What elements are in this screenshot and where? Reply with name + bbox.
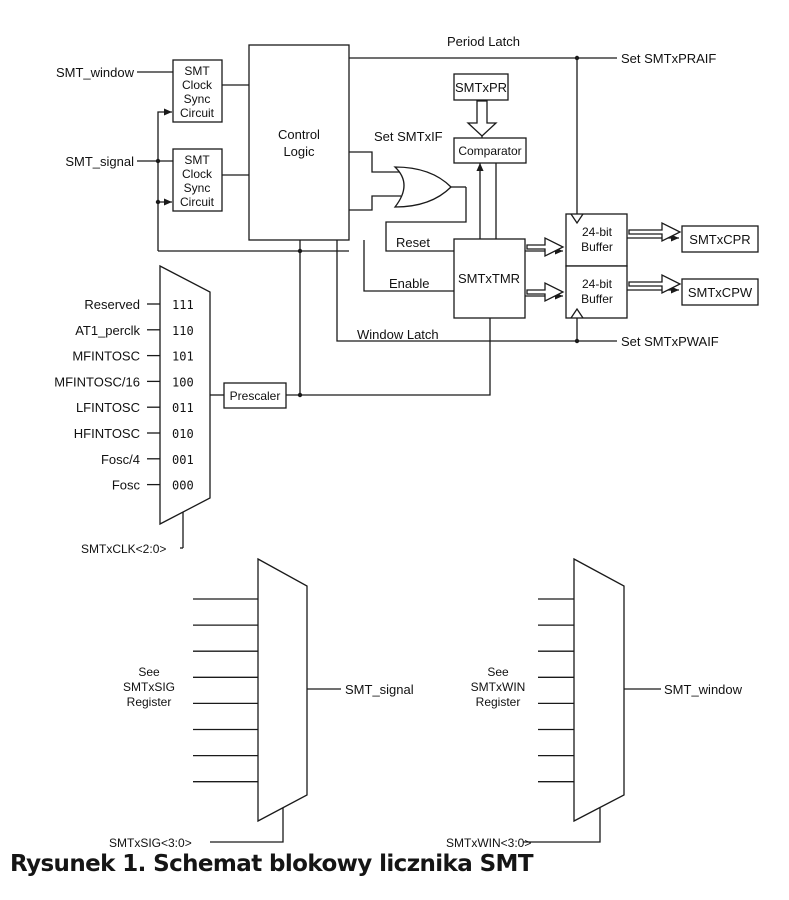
clock-source-label: MFINTOSC <box>72 349 140 364</box>
sig-mux-output-label: SMT_signal <box>345 682 414 697</box>
clock-source-code: 001 <box>172 453 194 467</box>
prescaler-label: Prescaler <box>230 389 281 403</box>
win-mux-output-label: SMT_window <box>664 682 743 697</box>
clock-source-code: 000 <box>172 479 194 493</box>
clock-source-label: AT1_perclk <box>75 323 140 338</box>
clock-source-label: LFINTOSC <box>76 400 140 415</box>
clock-source-code: 110 <box>172 324 194 338</box>
win-select-label: SMTxWIN<3:0> <box>446 836 531 850</box>
sync2-line-3: Sync <box>184 181 211 195</box>
smtxcpr-block <box>681 225 759 253</box>
clock-source-code: 010 <box>172 427 194 441</box>
sync-circuit-window <box>172 59 223 123</box>
sync1-line-1: SMT <box>184 64 210 78</box>
reset-label: Reset <box>396 235 430 250</box>
clock-source-code: 111 <box>172 298 194 312</box>
window-source-mux <box>573 557 625 823</box>
clock-source-code: 011 <box>172 401 194 415</box>
win-note-line-2: SMTxWIN <box>471 680 526 694</box>
sync1-line-3: Sync <box>184 92 211 106</box>
prescaler-block <box>223 382 287 409</box>
control-logic-line-1: Control <box>278 127 320 142</box>
control-logic-block <box>248 44 350 241</box>
set-praif-label: Set SMTxPRAIF <box>621 51 716 66</box>
figure-caption: Rysunek 1. Schemat blokowy licznika SMT <box>10 851 534 877</box>
enable-label: Enable <box>389 276 429 291</box>
sync1-line-2: Clock <box>182 78 213 92</box>
clock-source-mux <box>159 264 211 526</box>
win-note-line-3: Register <box>476 695 521 709</box>
signal-source-mux <box>257 557 308 823</box>
buffer1-line-2: Buffer <box>581 240 613 254</box>
sync2-line-4: Circuit <box>180 195 215 209</box>
sync-circuit-signal <box>172 148 223 212</box>
clock-source-label: HFINTOSC <box>74 426 140 441</box>
smtxtmr-block <box>453 238 526 319</box>
win-note-line-1: See <box>487 665 509 679</box>
clock-source-label: Fosc <box>112 478 141 493</box>
clock-source-label: Reserved <box>84 297 140 312</box>
clock-source-code: 100 <box>172 375 194 389</box>
clock-source-label: MFINTOSC/16 <box>54 374 140 389</box>
smtxpr-block <box>453 73 509 101</box>
comparator-label: Comparator <box>458 144 521 158</box>
hollow-arrow-down <box>466 100 498 137</box>
smt-window-input-label: SMT_window <box>56 65 135 80</box>
sync1-line-4: Circuit <box>180 106 215 120</box>
smtxtmr-label: SMTxTMR <box>458 271 520 286</box>
smtxpr-label: SMTxPR <box>455 80 507 95</box>
sig-note-line-2: SMTxSIG <box>123 680 175 694</box>
or-gate <box>393 166 452 208</box>
smtxcpr-label: SMTxCPR <box>689 232 750 247</box>
control-logic-line-2: Logic <box>283 144 315 159</box>
period-latch-label: Period Latch <box>447 34 520 49</box>
set-pwaif-label: Set SMTxPWAIF <box>621 334 719 349</box>
sig-note-line-1: See <box>138 665 160 679</box>
smtxcpw-block <box>681 278 759 306</box>
sync2-line-1: SMT <box>184 153 210 167</box>
smtxcpw-label: SMTxCPW <box>688 285 753 300</box>
sig-select-label: SMTxSIG<3:0> <box>109 836 192 850</box>
window-latch-label: Window Latch <box>357 327 439 342</box>
buffer2-line-1: 24-bit <box>582 277 613 291</box>
buffer2-line-2: Buffer <box>581 292 613 306</box>
clock-select-label: SMTxCLK<2:0> <box>81 542 166 556</box>
sync2-line-2: Clock <box>182 167 213 181</box>
sig-note-line-3: Register <box>127 695 172 709</box>
set-smtxif-label: Set SMTxIF <box>374 129 443 144</box>
comparator-block <box>453 137 527 164</box>
clock-source-label: Fosc/4 <box>101 452 140 467</box>
buffer1-line-1: 24-bit <box>582 225 613 239</box>
clock-source-code: 101 <box>172 350 194 364</box>
smt-signal-input-label: SMT_signal <box>65 154 134 169</box>
